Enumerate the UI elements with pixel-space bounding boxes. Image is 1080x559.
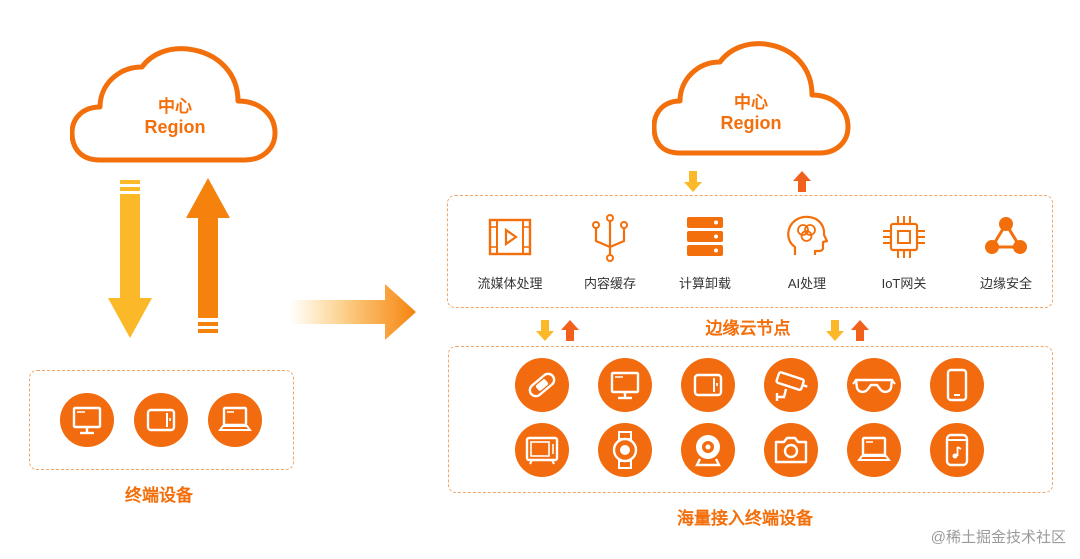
tv-icon — [515, 423, 569, 477]
ai-head-icon — [787, 215, 829, 255]
laptop-icon — [847, 423, 901, 477]
vr-glasses-icon — [847, 358, 901, 412]
small-down-arrow — [826, 320, 844, 341]
service-streaming: 流媒体处理 — [455, 211, 565, 292]
monitor-icon — [60, 393, 114, 447]
cctv-icon — [764, 358, 818, 412]
phone-icon — [930, 358, 984, 412]
service-label: 边缘安全 — [979, 276, 1032, 291]
terminal-devices-caption: 终端设备 — [125, 486, 193, 505]
watch-icon — [598, 423, 652, 477]
camera-icon — [764, 423, 818, 477]
service-edge-security: 边缘安全 — [951, 211, 1061, 292]
service-compute-offload: 计算卸载 — [650, 211, 760, 292]
transition-arrow — [290, 284, 416, 340]
tablet-icon — [681, 358, 735, 412]
small-up-arrow — [851, 320, 869, 341]
service-label: 内容缓存 — [583, 276, 636, 291]
right-cloud-label: 中心 Region — [686, 93, 816, 133]
left-region-cloud — [70, 46, 278, 163]
left-cloud-line2: Region — [144, 116, 206, 137]
server-icon — [687, 217, 723, 256]
right-region-cloud — [652, 41, 851, 156]
service-label: 计算卸载 — [678, 276, 731, 291]
network-icon — [985, 217, 1027, 254]
edge-node-caption: 边缘云节点 — [705, 319, 791, 338]
circuit-icon — [592, 214, 628, 262]
service-ai: AI处理 — [752, 211, 862, 292]
webcam-icon — [681, 423, 735, 477]
terminal-devices-box — [29, 370, 294, 470]
mass-devices-caption: 海量接入终端设备 — [677, 509, 813, 528]
downlink-arrow — [108, 180, 152, 338]
tablet-icon — [134, 393, 188, 447]
right-cloud-line2: Region — [720, 112, 782, 133]
small-up-arrow — [561, 320, 579, 341]
mass-devices-box — [448, 346, 1053, 493]
right-cloud-line1: 中心 — [734, 93, 768, 112]
service-label: AI处理 — [787, 276, 827, 291]
service-content-cache: 内容缓存 — [555, 211, 665, 292]
chip-icon — [883, 216, 925, 258]
service-iot-gateway: IoT网关 — [849, 211, 959, 292]
small-up-arrow — [793, 171, 811, 192]
small-down-arrow — [684, 171, 702, 192]
uplink-arrow — [186, 178, 230, 333]
monitor-icon — [598, 358, 652, 412]
service-label: 流媒体处理 — [477, 276, 543, 291]
speaker-icon — [930, 423, 984, 477]
small-down-arrow — [536, 320, 554, 341]
service-label: IoT网关 — [881, 276, 927, 291]
wristband-icon — [515, 358, 569, 412]
watermark: @稀土掘金技术社区 — [930, 529, 1066, 546]
video-icon — [488, 218, 532, 256]
left-cloud-label: 中心 Region — [110, 97, 240, 137]
edge-cloud-node-box — [447, 195, 1053, 308]
left-cloud-line1: 中心 — [158, 97, 192, 116]
laptop-icon — [208, 393, 262, 447]
